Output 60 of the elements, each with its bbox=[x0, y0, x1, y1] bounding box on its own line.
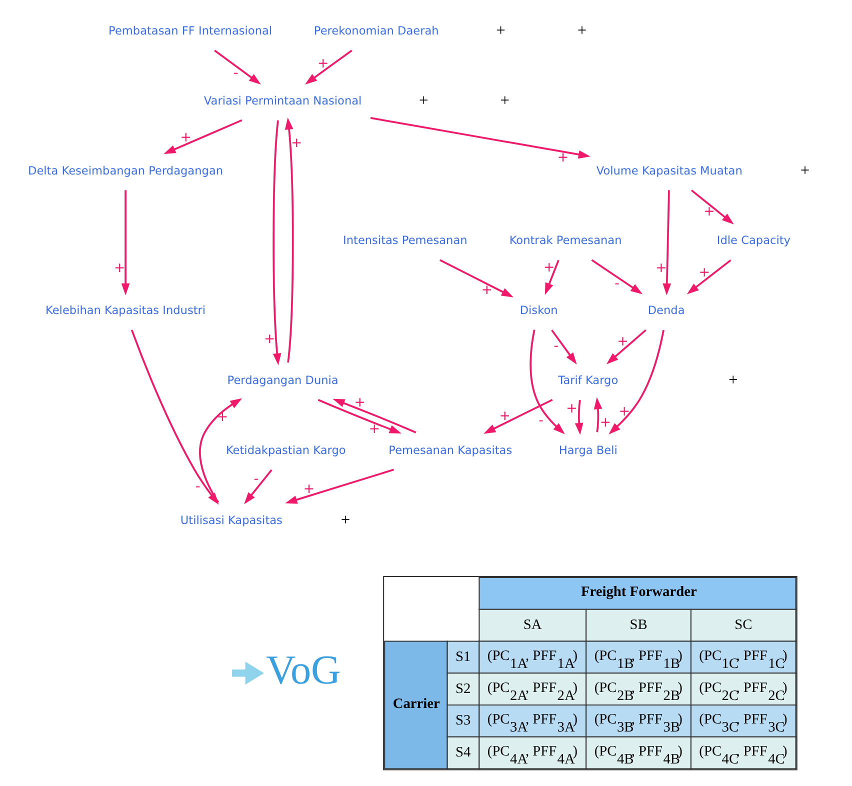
label: SC bbox=[734, 616, 752, 633]
label: SB bbox=[629, 616, 647, 633]
label: + bbox=[800, 160, 810, 179]
edge-label: - bbox=[553, 338, 558, 354]
edge-label: + bbox=[264, 331, 275, 346]
label: S3 bbox=[455, 712, 470, 728]
edge-label: + bbox=[302, 482, 314, 497]
node-text: Perdagangan Dunia bbox=[226, 374, 338, 387]
node-text: Perekonomian Daerah bbox=[313, 24, 438, 37]
label: S2 bbox=[455, 680, 470, 696]
edge-label: + bbox=[480, 282, 492, 298]
node-text: Volume Kapasitas Muatan bbox=[596, 164, 742, 177]
node-text: Pembatasan FF Internasional bbox=[108, 24, 272, 37]
label: + bbox=[496, 20, 505, 40]
node-text: Harga Beli bbox=[558, 443, 617, 456]
node-text: Utilisasi Kapasitas bbox=[180, 513, 282, 526]
label: S1 bbox=[455, 648, 470, 665]
edge-label: - bbox=[194, 478, 200, 494]
node-text: Pemesanan Kapasitas bbox=[388, 443, 512, 456]
edge-label: + bbox=[566, 400, 577, 416]
edge-label: - bbox=[614, 276, 619, 292]
label: + bbox=[500, 90, 510, 109]
edge-label: + bbox=[216, 409, 228, 424]
edge-label: + bbox=[655, 260, 666, 276]
node-text: Intensitas Pemesanan bbox=[342, 234, 467, 247]
edge-label: + bbox=[618, 404, 630, 419]
node-text: Variasi Permintaan Nasional bbox=[203, 94, 362, 107]
label: + bbox=[728, 370, 738, 389]
edge-label: + bbox=[599, 415, 611, 430]
edge-label: + bbox=[290, 135, 302, 150]
label: Carrier bbox=[392, 695, 440, 712]
edge-label: + bbox=[180, 130, 191, 145]
edge-label: + bbox=[113, 260, 125, 276]
node-text: Denda bbox=[647, 304, 684, 317]
label: SA bbox=[522, 616, 542, 633]
label: S4 bbox=[455, 744, 470, 760]
node-text: Kelebihan Kapasitas Industri bbox=[45, 304, 206, 317]
edge-label: + bbox=[368, 421, 380, 436]
node-text: Diskon bbox=[519, 304, 558, 317]
edge-label: - bbox=[253, 472, 258, 487]
node-text: Delta Keseimbangan Perdagangan bbox=[28, 164, 223, 177]
node-text: VoG bbox=[266, 646, 340, 692]
edge-label: - bbox=[232, 65, 238, 80]
edge-label: + bbox=[354, 394, 365, 410]
label: Freight Forwarder bbox=[580, 584, 696, 600]
node-text: Ketidakpastian Kargo bbox=[225, 443, 346, 456]
edge-label: + bbox=[698, 265, 710, 280]
label: + bbox=[576, 20, 586, 40]
label: + bbox=[340, 509, 350, 528]
edge-label: + bbox=[317, 56, 328, 71]
edge-label: + bbox=[556, 150, 568, 165]
edge-label: + bbox=[616, 334, 628, 350]
label: + bbox=[418, 90, 428, 109]
edge-label: + bbox=[498, 408, 510, 424]
edge-label: - bbox=[538, 412, 543, 428]
node-text: Idle Capacity bbox=[716, 234, 790, 247]
edge-label: + bbox=[543, 260, 554, 275]
node-text: Kontrak Pemesanan bbox=[508, 234, 622, 247]
edge-label: + bbox=[703, 204, 714, 220]
node-text: Tarif Kargo bbox=[558, 374, 618, 387]
